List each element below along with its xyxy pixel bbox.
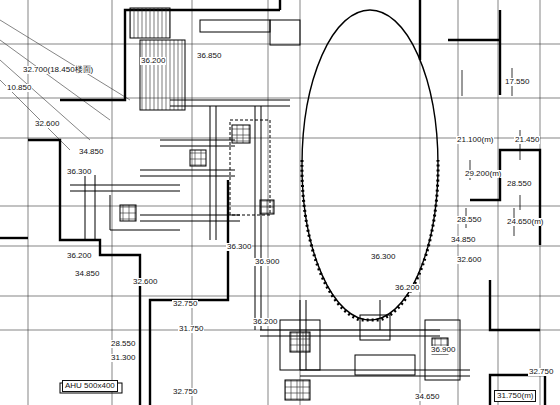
elevation-label: 32.700(18.450楼面) — [22, 66, 94, 74]
elevation-label: 17.550 — [504, 78, 530, 86]
elevation-label: 36.300 — [226, 243, 252, 251]
elevation-label: 28.550 — [110, 340, 136, 348]
equipment-tag: AHU 500x400 — [62, 380, 118, 392]
elevation-label: 32.750 — [528, 368, 554, 376]
elevation-label: 36.300 — [370, 253, 396, 261]
elevation-label: 31.750 — [178, 325, 204, 333]
equipment-tag: 31.750(m) — [494, 390, 536, 402]
elevation-label: 34.850 — [450, 236, 476, 244]
duct-runs — [60, 8, 470, 400]
pool-oval — [302, 10, 438, 320]
elevation-label: 10.850 — [6, 84, 32, 92]
elevation-label: 32.750 — [172, 300, 198, 308]
elevation-label: 21.100(m) — [456, 136, 494, 144]
elevation-label: 31.300 — [110, 354, 136, 362]
elevation-label: 36.200 — [394, 284, 420, 292]
elevation-label: 29.200(m) — [464, 170, 502, 178]
elevation-label: 36.900 — [254, 258, 280, 266]
elevation-label: 36.200 — [252, 318, 278, 326]
elevation-label: 32.600 — [132, 278, 158, 286]
elevation-label: 24.650(m) — [506, 218, 544, 226]
elevation-label: 32.600 — [34, 120, 60, 128]
elevation-label: 28.550 — [456, 216, 482, 224]
elevation-label: 21.450 — [514, 136, 540, 144]
elevation-label: 36.900 — [430, 346, 456, 354]
building-outline — [0, 0, 545, 405]
elevation-label: 36.200 — [140, 57, 166, 65]
elevation-label: 28.550 — [506, 180, 532, 188]
elevation-label: 34.850 — [74, 270, 100, 278]
elevation-label: 32.750 — [172, 388, 198, 396]
elevation-label: 36.200 — [66, 252, 92, 260]
elevation-label: 36.850 — [196, 52, 222, 60]
elevation-label: 34.650 — [414, 393, 440, 401]
leader-lines — [462, 68, 520, 236]
elevation-label: 34.850 — [78, 148, 104, 156]
pool-edge — [302, 160, 438, 320]
elevation-label: 32.600 — [456, 256, 482, 264]
elevation-label: 36.300 — [66, 168, 92, 176]
